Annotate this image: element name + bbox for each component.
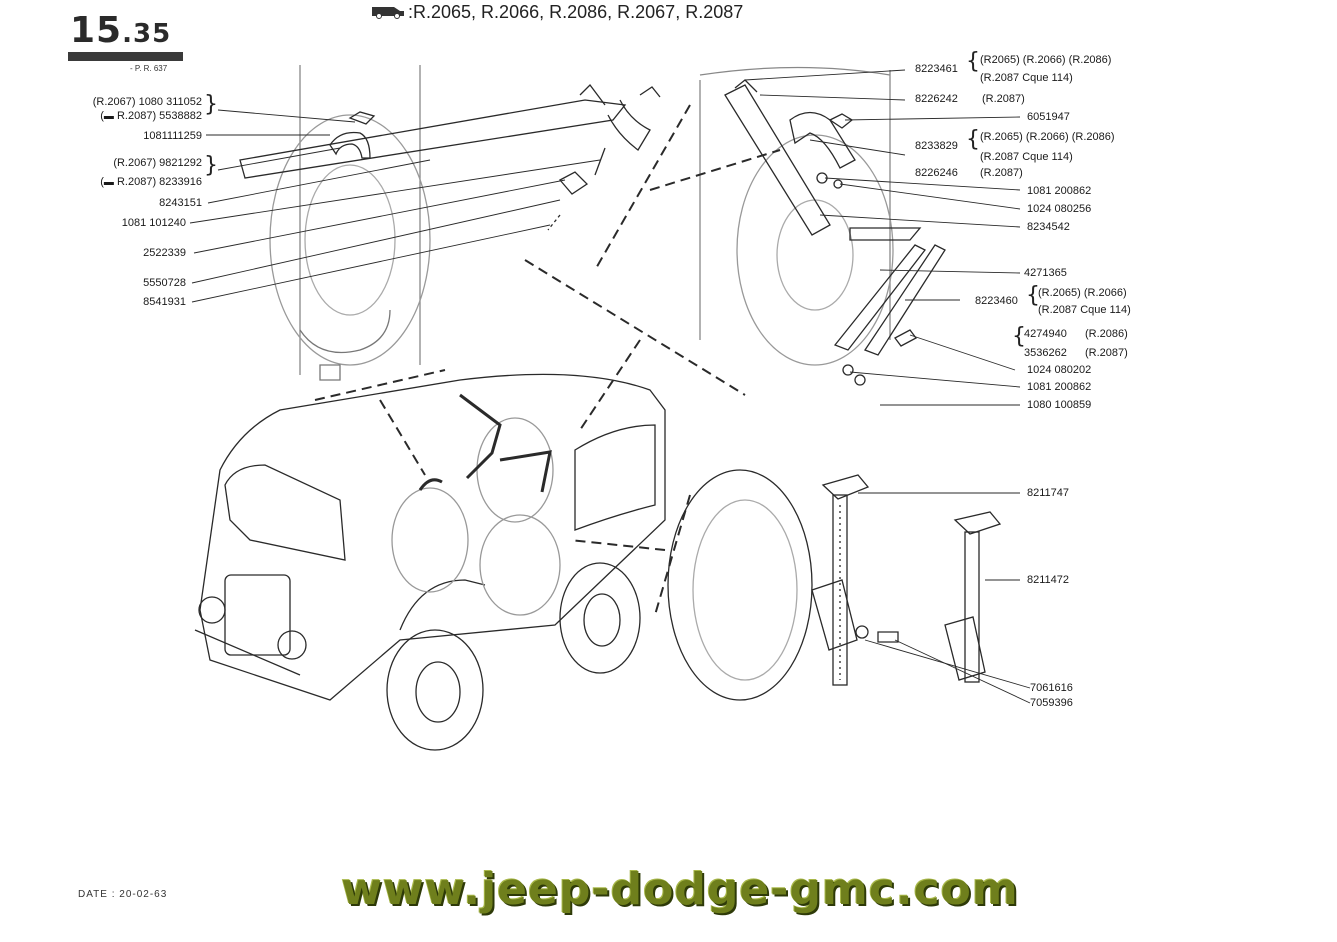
model-header: :R.2065, R.2066, R.2086, R.2067, R.2087: [370, 2, 743, 24]
page-number-main: 15: [70, 10, 123, 51]
rail-8223460-b: [864, 244, 946, 356]
strap-8234542: [849, 227, 922, 241]
nut-1024080202: [842, 364, 854, 376]
label-1080100859: 1080 100859: [1027, 399, 1092, 411]
label-1081111259: 1081111259: [143, 130, 202, 142]
van-body: [194, 373, 666, 701]
label-8223461-variant: (R.2087 Cque 114): [980, 72, 1073, 84]
van-spare-wheels: [391, 417, 561, 616]
label-8226246-model: (R.2087): [980, 167, 1023, 179]
van-front-wheel: [386, 629, 484, 751]
rail-8223460-a: [833, 244, 926, 351]
label-8226242: 8226242: [915, 93, 958, 105]
label-8223460-variant: (R.2087 Cque 114): [1038, 304, 1131, 316]
label-1081200862-a: 1081 200862: [1027, 185, 1092, 197]
label-8233916: (▬ R.2087) 8233916: [100, 176, 202, 188]
label-8233829-variant: (R.2087 Cque 114): [980, 151, 1073, 163]
brace-right-4: {: [1012, 324, 1026, 349]
label-2522339: 2522339: [143, 247, 186, 259]
brace-right-2: {: [966, 127, 980, 152]
bolt-4274940: [894, 329, 917, 347]
van-rear-wheel: [559, 562, 641, 674]
label-8226242-model: (R.2087): [982, 93, 1025, 105]
label-8226246: 8226246: [915, 167, 958, 179]
label-1024080202: 1024 080202: [1027, 364, 1092, 376]
label-5550728: 5550728: [143, 277, 186, 289]
label-1081200862-b: 1081 200862: [1027, 381, 1092, 393]
date-stamp: DATE : 20-02-63: [78, 889, 168, 900]
carrier-on-van: [459, 393, 552, 493]
label-1080311052: (R.2067) 1080 311052: [92, 96, 202, 108]
page-number-bar: [68, 52, 183, 61]
label-8211747: 8211747: [1027, 487, 1070, 499]
spare-wheel-bottom: [667, 469, 813, 701]
brace-right-1: {: [966, 49, 980, 74]
bracket-8243151: [239, 84, 661, 179]
label-8541931: 8541931: [143, 296, 186, 308]
label-5538882: (▬ R.2087) 5538882: [100, 110, 202, 122]
label-1024080256: 1024 080256: [1027, 203, 1092, 215]
label-3536262-model: (R.2087): [1085, 347, 1128, 359]
label-5538882-text: R.2087) 5538882: [116, 110, 202, 122]
page-number-sub: .35: [122, 19, 172, 49]
label-8223461: 8223461: [915, 63, 958, 75]
brace-left-2: }: [204, 153, 218, 178]
bolt-1081101240: [594, 147, 606, 176]
spare-wheel-top-right: [699, 66, 894, 366]
page-number: 15.35: [70, 10, 171, 51]
label-7059396: 7059396: [1030, 697, 1073, 709]
pr-reference: - P. R. 637: [130, 64, 168, 73]
wing-nut-top-left: [348, 111, 376, 125]
label-1081101240: 1081 101240: [121, 217, 186, 229]
label-8233829: 8233829: [915, 140, 958, 152]
jack-bracket-8211747: [811, 474, 870, 686]
brace-right-3: {: [1026, 283, 1040, 308]
spare-wheel-top-left: [269, 65, 431, 381]
label-4271365: 4271365: [1024, 267, 1067, 279]
bolt-7059396: [877, 631, 899, 643]
label-8223460: 8223460: [975, 295, 1018, 307]
assembly-arrows: [314, 104, 781, 616]
leader-lines: [189, 69, 1031, 704]
brace-left-1: }: [204, 92, 218, 117]
van-icon: [370, 3, 408, 24]
jack-bracket-8211472: [944, 511, 1002, 683]
plate-2522339: [558, 171, 589, 195]
pin-8541931: [547, 214, 561, 231]
model-list: R.2065, R.2066, R.2086, R.2067, R.2087: [413, 2, 744, 22]
label-8243151: 8243151: [159, 197, 202, 209]
label-3536262: 3536262: [1024, 347, 1067, 359]
label-7061616: 7061616: [1030, 682, 1073, 694]
hook-8233829: [789, 111, 856, 169]
watermark-url: www.jeep-dodge-gmc.com: [341, 864, 1019, 915]
label-8233916-text: R.2087) 8233916: [116, 176, 202, 188]
clamp-on-van: [418, 478, 443, 491]
label-8211472: 8211472: [1027, 574, 1070, 586]
washer-7061616: [855, 625, 869, 639]
label-6051947: 6051947: [1027, 111, 1070, 123]
label-8233829-models: (R.2065) (R.2066) (R.2086): [980, 131, 1115, 143]
label-4274940: 4274940: [1024, 328, 1067, 340]
label-8234542: 8234542: [1027, 221, 1070, 233]
label-9821292: (R.2067) 9821292: [113, 157, 202, 169]
label-8223460-models: (R.2065) (R.2066): [1038, 287, 1127, 299]
label-4274940-model: (R.2086): [1085, 328, 1128, 340]
washer-1081200862-b: [854, 374, 866, 386]
label-8223461-models: (R2065) (R.2066) (R.2086): [980, 54, 1112, 66]
clamp-1081111259: [329, 131, 371, 159]
carrier-bar-8223461: [724, 79, 831, 236]
